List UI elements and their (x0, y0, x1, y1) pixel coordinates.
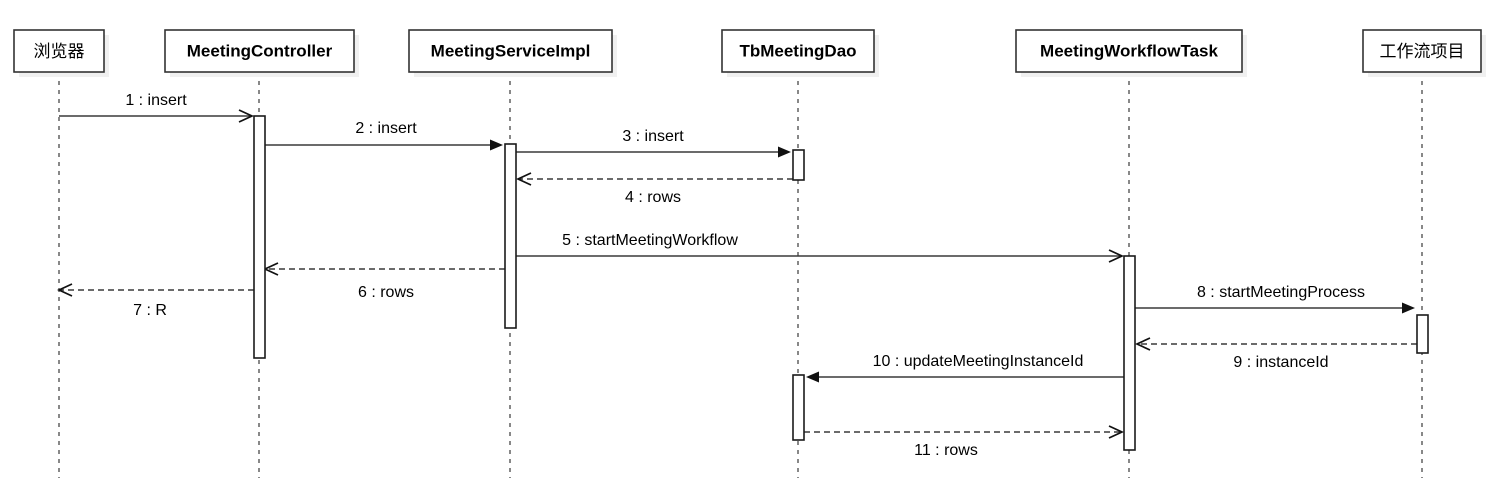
message-arrowhead-2 (490, 139, 503, 151)
message-label-7: 7 : R (133, 302, 167, 319)
message-label-8: 8 : startMeetingProcess (1197, 284, 1365, 301)
message-label-11: 11 : rows (914, 442, 978, 459)
participant-box-meeting-controller[interactable] (164, 29, 355, 73)
message-arrowhead-7 (56, 283, 73, 297)
participant-label-meeting-workflow-task: MeetingWorkflowTask (1040, 41, 1218, 60)
participant-label-meeting-controller: MeetingController (187, 41, 333, 60)
message-arrowhead-3 (778, 146, 791, 158)
activation-bar-act-controller[interactable] (253, 115, 266, 359)
activation-bar-act-workflow-task[interactable] (1123, 255, 1136, 451)
participant-label-meeting-service-impl: MeetingServiceImpl (431, 41, 591, 60)
participant-box-meeting-workflow-task[interactable] (1015, 29, 1243, 73)
activation-bar-act-dao-2[interactable] (792, 374, 805, 441)
participant-label-workflow-project: 工作流项目 (1380, 42, 1465, 62)
message-label-9: 9 : instanceId (1233, 354, 1328, 371)
message-labels-layer: 1 : insert 2 : insert 3 : insert 4 : rows 5 … (125, 92, 1365, 459)
message-arrowhead-1 (238, 109, 255, 123)
message-label-5: 5 : startMeetingWorkflow (562, 232, 738, 249)
message-arrowhead-8 (1402, 302, 1415, 314)
participant-box-browser[interactable] (13, 29, 105, 73)
messages-layer (56, 109, 1417, 439)
message-arrowhead-5 (1108, 249, 1125, 263)
activation-bar-act-service[interactable] (504, 143, 517, 329)
activation-bar-act-dao-1[interactable] (792, 149, 805, 181)
message-label-10: 10 : updateMeetingInstanceId (873, 353, 1084, 370)
message-label-6: 6 : rows (358, 284, 414, 301)
message-arrowhead-4 (515, 172, 532, 186)
message-label-3: 3 : insert (622, 128, 684, 145)
participant-box-workflow-project[interactable] (1362, 29, 1482, 73)
message-label-2: 2 : insert (355, 120, 417, 137)
participant-label-browser: 浏览器 (34, 42, 85, 62)
message-label-1: 1 : insert (125, 92, 187, 109)
participant-box-tb-meeting-dao[interactable] (721, 29, 875, 73)
participant-box-meeting-service-impl[interactable] (408, 29, 613, 73)
participant-label-tb-meeting-dao: TbMeetingDao (739, 41, 856, 60)
message-arrowhead-11 (1108, 425, 1125, 439)
message-label-4: 4 : rows (625, 189, 681, 206)
message-arrowhead-9 (1134, 337, 1151, 351)
participants-layer: 浏览器 MeetingController MeetingServiceImpl Tb… (13, 29, 1486, 77)
activation-bar-act-workflow-project[interactable] (1416, 314, 1429, 354)
message-arrowhead-10 (806, 371, 819, 383)
activations-layer (253, 115, 1429, 451)
